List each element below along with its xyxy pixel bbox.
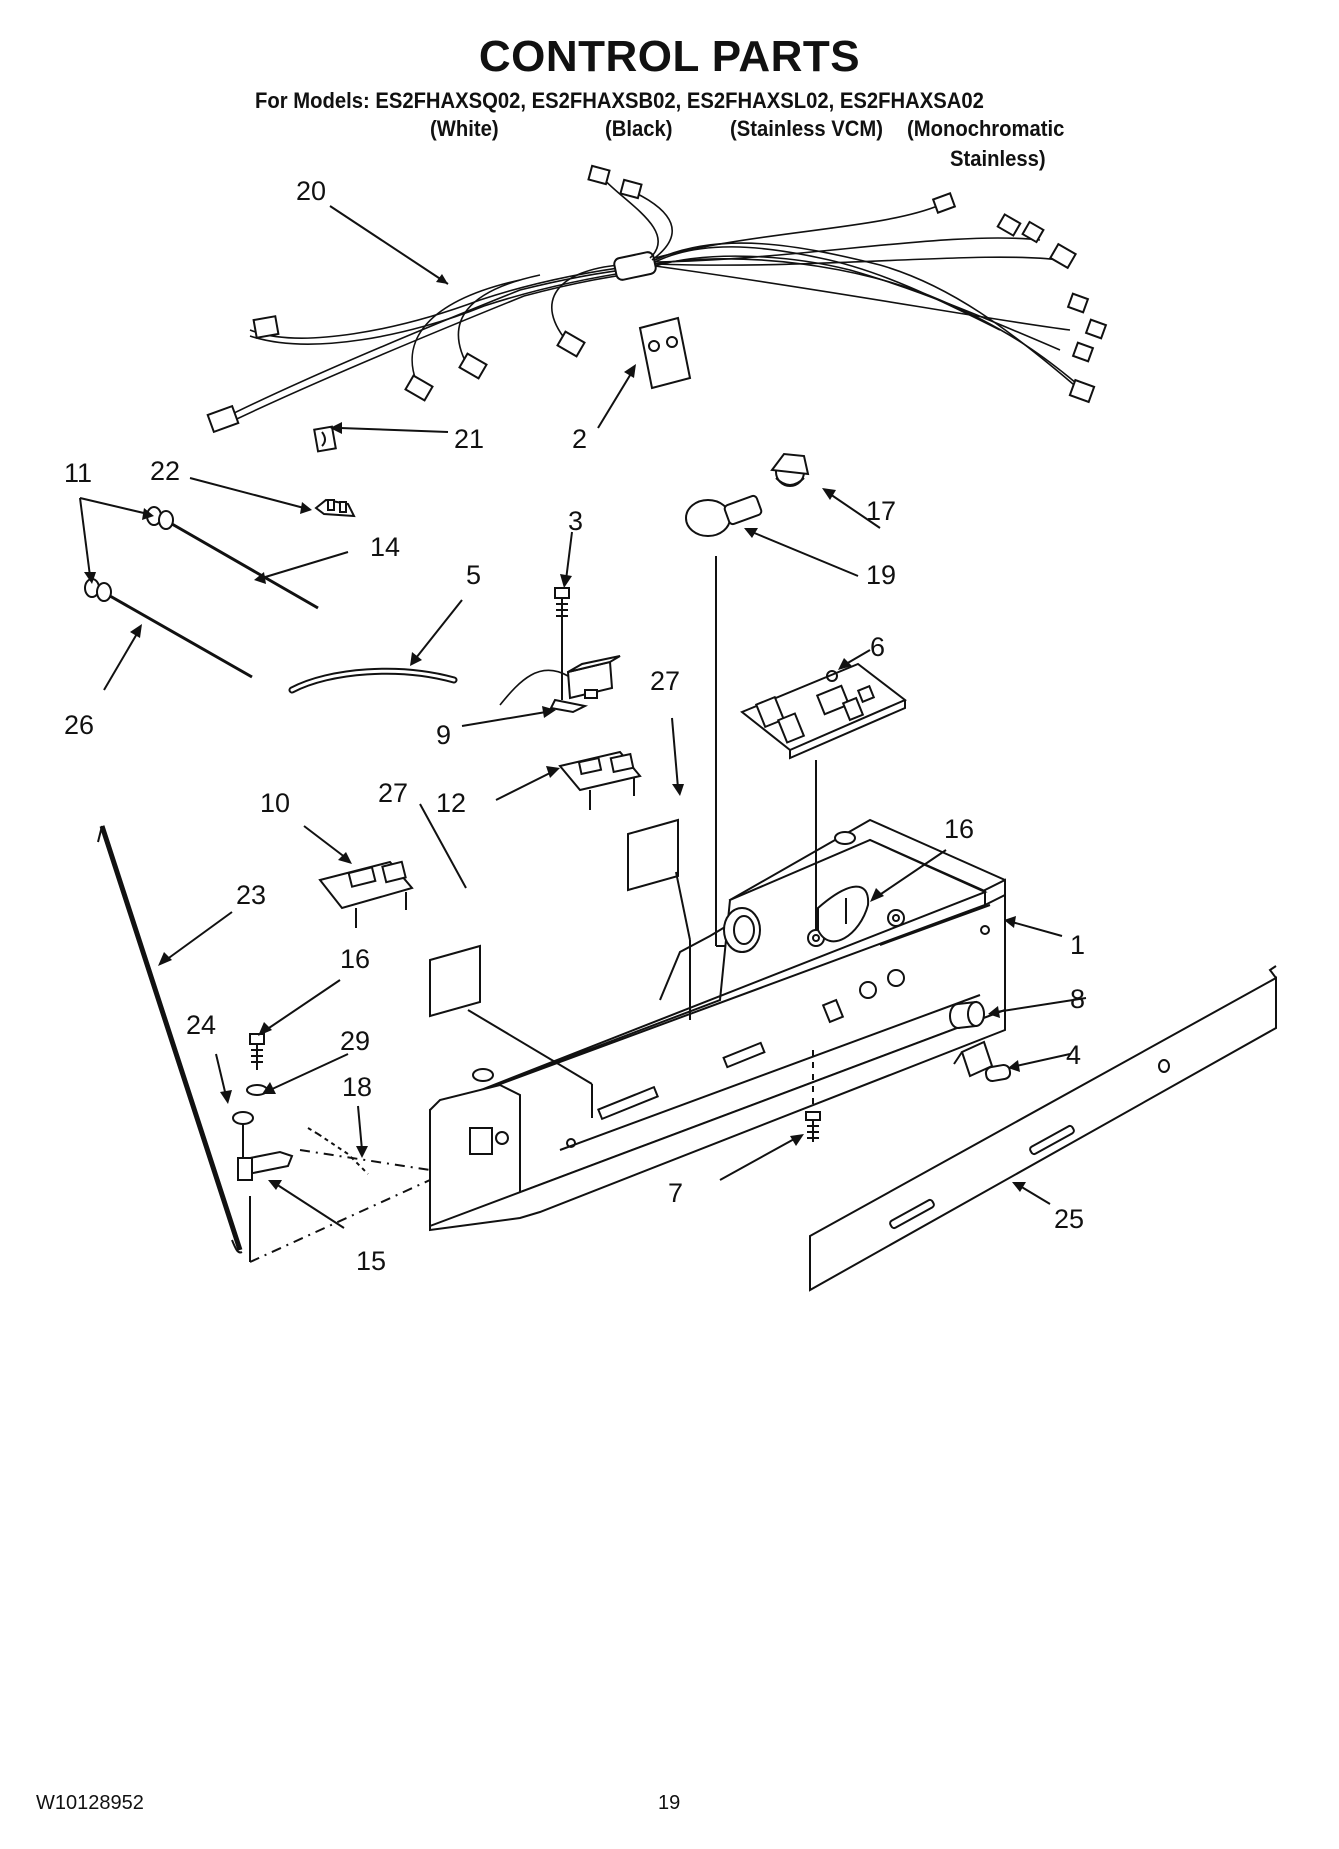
callout-25: 25 [1054, 1204, 1084, 1234]
leader-lines [79, 205, 1087, 1229]
callout-8: 8 [1070, 984, 1085, 1014]
callout-27-right: 27 [650, 666, 680, 696]
label-decal-right [627, 818, 679, 892]
callout-1: 1 [1070, 930, 1085, 960]
callout-19: 19 [866, 560, 896, 590]
callout-labels: 20 21 2 11 22 14 26 5 3 9 17 19 6 27 27 … [64, 176, 1085, 1276]
callout-4: 4 [1066, 1040, 1081, 1070]
switch-part [499, 620, 621, 714]
callout-24: 24 [186, 1010, 216, 1040]
callout-3: 3 [568, 506, 583, 536]
bracket-part-10 [318, 860, 414, 928]
callout-27-left: 27 [378, 778, 408, 808]
variant-stainless: Stainless) [950, 146, 1046, 171]
callout-21: 21 [454, 424, 484, 454]
rod-part [97, 825, 243, 1254]
callout-26: 26 [64, 710, 94, 740]
callout-29: 29 [340, 1026, 370, 1056]
variant-black: (Black) [605, 116, 673, 141]
lamp-socket-part [770, 452, 810, 487]
grommet-tube-lower [84, 578, 253, 679]
callout-15: 15 [356, 1246, 386, 1276]
document-number: W10128952 [36, 1792, 144, 1814]
clip-part [313, 425, 337, 453]
callout-7: 7 [668, 1178, 683, 1208]
mounting-pad-part [638, 316, 692, 390]
callout-16-left: 16 [340, 944, 370, 974]
callout-14: 14 [370, 532, 400, 562]
callout-23: 23 [236, 880, 266, 910]
page-title: CONTROL PARTS [478, 32, 861, 81]
control-board-part [740, 662, 907, 760]
callout-2: 2 [572, 424, 587, 454]
callout-5: 5 [466, 560, 481, 590]
variant-white: (White) [430, 116, 499, 141]
page-number: 19 [658, 1792, 681, 1814]
light-bulb-part [685, 494, 763, 947]
models-line: For Models: ES2FHAXSQ02, ES2FHAXSB02, ES… [255, 88, 984, 113]
screw-part-3 [554, 587, 570, 620]
trim-strip-part [809, 965, 1277, 1292]
control-housing-part [429, 760, 1006, 1232]
wire-harness-part [206, 164, 1108, 434]
callout-9: 9 [436, 720, 451, 750]
variant-monochromatic: (Monochromatic [907, 116, 1065, 141]
bracket-part-12 [558, 750, 642, 810]
grommet-tube-upper [146, 506, 319, 610]
label-decal-left [429, 944, 481, 1018]
retainer-part [314, 498, 356, 518]
callout-20: 20 [296, 176, 326, 206]
control-knob-part [953, 1040, 1012, 1083]
variant-stainless-vcm: (Stainless VCM) [730, 116, 883, 141]
callout-16-right: 16 [944, 814, 974, 844]
callout-6: 6 [870, 632, 885, 662]
callout-11: 11 [64, 458, 92, 488]
callout-12: 12 [436, 788, 466, 818]
plug-button-part [949, 1000, 985, 1029]
hinge-assembly-part [232, 1033, 431, 1263]
callout-10: 10 [260, 788, 290, 818]
callout-18: 18 [342, 1072, 372, 1102]
callout-17: 17 [866, 496, 896, 526]
screw-part-7 [805, 1050, 821, 1142]
callout-22: 22 [150, 456, 180, 486]
